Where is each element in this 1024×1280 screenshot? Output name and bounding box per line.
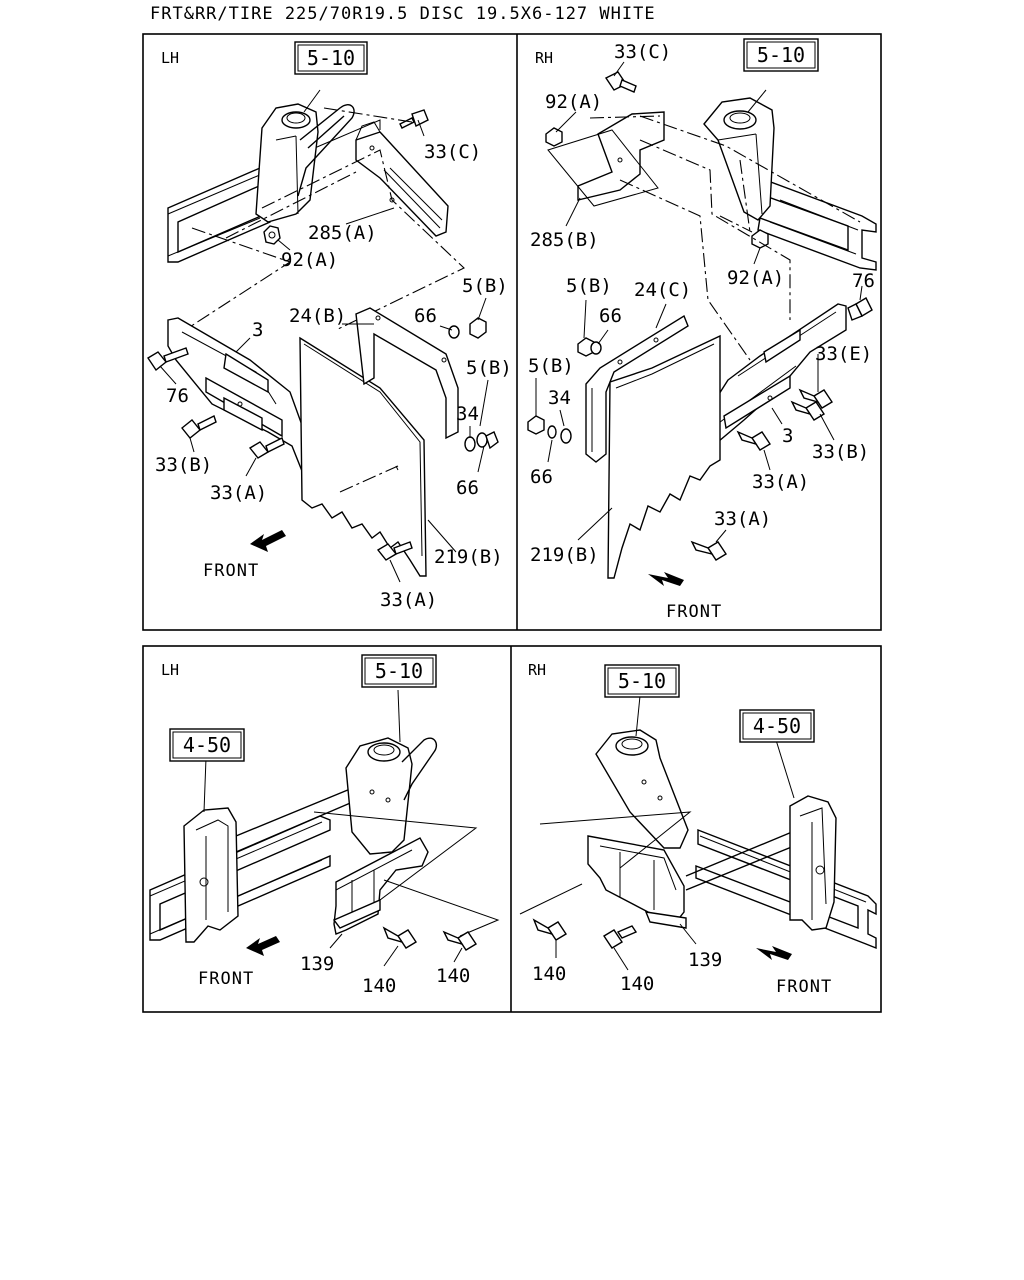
front-arrow-icon [648,572,684,586]
front-label: FRONT [203,561,259,581]
part-label: 92(A) [727,267,784,289]
part-label: 219(B) [530,544,599,566]
part-label: 140 [436,965,470,987]
part-label: 33(A) [210,482,267,504]
part-label: 66 [456,477,479,499]
part-label: 92(A) [545,91,602,113]
ref-box: 5-10 [604,664,680,698]
part-label: 140 [362,975,396,997]
part-label: 5(B) [528,355,574,377]
part-label: 76 [852,270,875,292]
side-label-rh: RH [528,661,546,679]
panel-bottom-lh [149,689,500,967]
part-label: 34 [548,387,571,409]
front-arrow-icon [250,530,286,552]
front-label: FRONT [666,602,722,622]
part-label: 66 [530,466,553,488]
panel-top-rh [527,61,877,586]
front-label: FRONT [198,969,254,989]
ref-box: 4-50 [169,728,245,762]
ref-box: 4-50 [739,709,815,743]
front-label: FRONT [776,977,832,997]
part-label: 5(B) [566,275,612,297]
part-label: 33(C) [424,141,481,163]
ref-box-label: 4-50 [753,714,801,738]
top-panel-frame [142,33,882,631]
side-label-lh: LH [161,49,179,67]
ref-box: 5-10 [743,38,819,72]
part-label: 285(A) [308,222,377,244]
ref-box-label: 5-10 [618,669,666,693]
panel-top-lh [147,89,499,583]
part-label: 66 [599,305,622,327]
front-arrow-icon [246,936,280,956]
diagram-title: FRT&RR/TIRE 225/70R19.5 DISC 19.5X6-127 … [150,4,656,24]
part-label: 33(E) [815,343,872,365]
part-label: 76 [166,385,189,407]
part-label: 3 [252,319,263,341]
bottom-panel-frame [142,645,882,1013]
part-label: 33(A) [714,508,771,530]
part-label: 5(B) [466,357,512,379]
part-label: 33(C) [614,41,671,63]
part-label: 33(A) [752,471,809,493]
ref-box: 5-10 [361,654,437,688]
part-label: 140 [620,973,654,995]
part-label: 34 [456,403,479,425]
side-label-lh: LH [161,661,179,679]
part-label: 139 [688,949,722,971]
part-label: 139 [300,953,334,975]
part-label: 285(B) [530,229,599,251]
part-label: 33(B) [155,454,212,476]
part-label: 33(A) [380,589,437,611]
part-label: 5(B) [462,275,508,297]
panel-bottom-rh [519,695,877,971]
part-label: 3 [782,425,793,447]
front-arrow-icon [756,946,792,960]
part-label: 24(C) [634,279,691,301]
side-label-rh: RH [535,49,553,67]
part-label: 219(B) [434,546,503,568]
part-label: 24(B) [289,305,346,327]
ref-box: 5-10 [294,41,368,75]
ref-box-label: 5-10 [307,46,355,70]
part-label: 66 [414,305,437,327]
ref-box-label: 5-10 [375,659,423,683]
ref-box-label: 5-10 [757,43,805,67]
ref-box-label: 4-50 [183,733,231,757]
part-label: 92(A) [281,249,338,271]
part-label: 140 [532,963,566,985]
part-label: 33(B) [812,441,869,463]
